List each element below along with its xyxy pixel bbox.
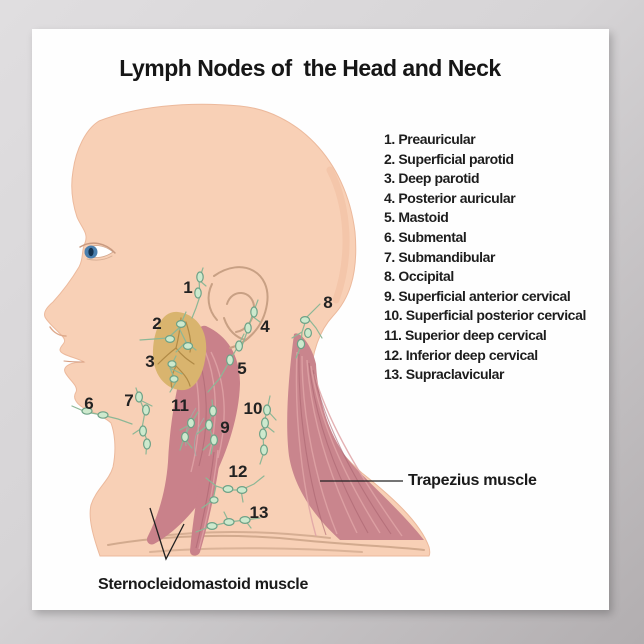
marker-8: 8	[323, 293, 332, 312]
legend-item: 2. Superficial parotid	[384, 150, 514, 167]
poster-title: Lymph Nodes of the Head and Neck	[119, 55, 501, 81]
head-shading	[326, 166, 350, 304]
legend-item: 1. Preauricular	[384, 131, 476, 147]
eye-icon	[79, 242, 116, 261]
legend-item: 7. Submandibular	[384, 248, 496, 265]
lymph-node-chain-4	[241, 299, 261, 347]
legend-item: 8. Occipital	[384, 268, 454, 285]
lymph-node-chain-10	[259, 395, 277, 465]
legend-item: 6. Submental	[384, 228, 467, 245]
lymph-node-chain-3	[167, 355, 183, 393]
marker-2: 2	[152, 314, 161, 333]
legend-item: 10. Superficial posterior cervical	[384, 307, 586, 324]
chest-line	[149, 547, 363, 553]
ear-icon	[207, 266, 269, 349]
lymph-node-chain-12	[201, 475, 265, 509]
marker-5: 5	[237, 359, 246, 378]
lymph-node-chain-6	[71, 405, 133, 425]
marker-1: 1	[183, 278, 192, 297]
legend-item: 5. Mastoid	[384, 209, 449, 226]
lymph-node-chain-8	[291, 303, 323, 359]
marker-12: 12	[229, 462, 248, 481]
scm-pointer-lines	[149, 507, 185, 561]
clavicle-line	[151, 530, 331, 539]
marker-10: 10	[244, 399, 263, 418]
lymph-node-chain-7	[132, 387, 153, 455]
marker-3: 3	[145, 352, 154, 371]
legend-item: 11. Superior deep cervical	[384, 326, 547, 343]
lymph-node-chain-2	[139, 311, 197, 353]
marker-4: 4	[260, 317, 270, 336]
nostril-line	[49, 326, 67, 337]
marker-6: 6	[84, 394, 93, 413]
parotid-gland	[152, 311, 207, 391]
legend-item: 12. Inferior deep cervical	[384, 346, 538, 363]
marker-7: 7	[124, 391, 133, 410]
trapezius-muscle-shape	[287, 333, 424, 540]
lymph-node-chain-5	[207, 333, 245, 393]
marker-11: 11	[171, 396, 189, 415]
legend-item: 3. Deep parotid	[384, 170, 480, 187]
sternocleidomastoid-muscle-label: Sternocleidomastoid muscle	[98, 576, 309, 593]
mouth-line	[63, 360, 85, 363]
marker-13: 13	[250, 503, 269, 522]
lymph-node-chain-1	[191, 267, 207, 319]
lymph-node-chain-13	[195, 511, 261, 533]
legend-list: 1. Preauricular 2. Superficial parotid 3…	[384, 130, 614, 385]
marker-9: 9	[220, 418, 229, 437]
legend-item: 4. Posterior auricular	[384, 189, 516, 206]
lymph-node-chain-9	[196, 399, 219, 455]
lymph-node-chain-11	[179, 411, 199, 451]
legend-item: 9. Superficial anterior cervical	[384, 287, 571, 304]
trapezius-muscle-label: Trapezius muscle	[408, 472, 537, 489]
legend-item: 13. Supraclavicular	[384, 366, 505, 383]
